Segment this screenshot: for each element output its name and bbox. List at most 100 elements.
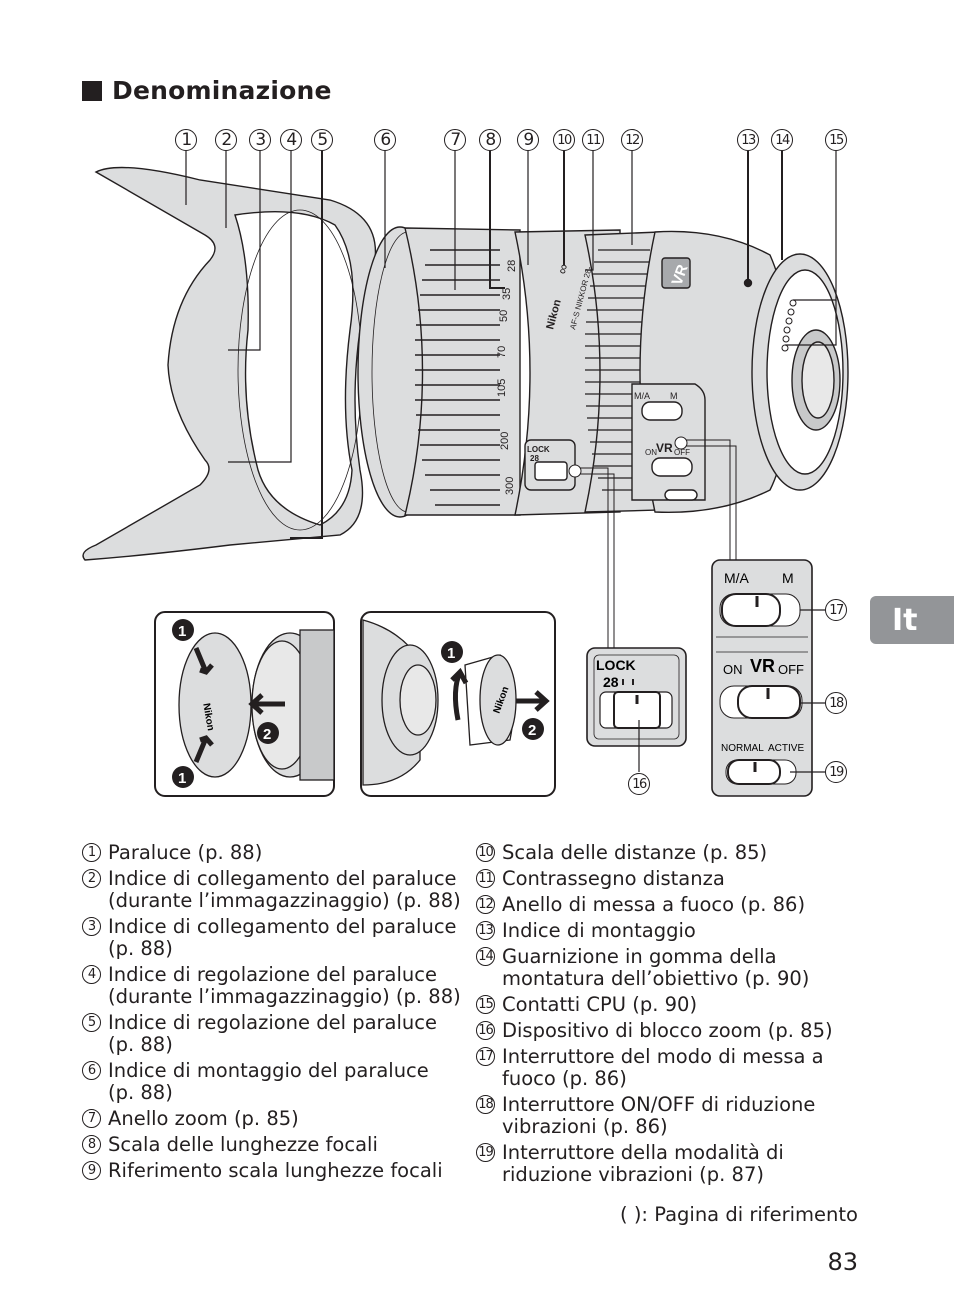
heading-text: Denominazione xyxy=(112,76,332,105)
vr-active-label: ACTIVE xyxy=(768,743,804,754)
legend-number: 2 xyxy=(82,868,108,912)
legend-number-badge: 5 xyxy=(82,1013,101,1032)
legend-text: Indice di collegamento del paraluce (p. … xyxy=(108,915,457,960)
callout-2-label: 2 xyxy=(221,129,232,150)
callout-9: 9 xyxy=(517,129,539,151)
legend-number: 13 xyxy=(476,920,502,942)
legend-number-badge: 15 xyxy=(476,995,495,1014)
language-tab-label: It xyxy=(892,602,918,638)
legend-number-badge: 1 xyxy=(82,843,101,862)
callout-18: 18 xyxy=(825,692,847,714)
callout-3-label: 3 xyxy=(255,129,266,150)
lens-on-label: ON xyxy=(645,448,657,457)
focus-m-label: M xyxy=(782,570,794,586)
focus-ma-label: M/A xyxy=(724,570,750,586)
lens-off-label: OFF xyxy=(674,448,690,457)
lens-lock-label: LOCK xyxy=(527,445,550,454)
callout-8-label: 8 xyxy=(485,129,496,150)
legend-number: 8 xyxy=(82,1134,108,1156)
step-2-label-rear: 2 xyxy=(528,722,536,739)
legend-number: 12 xyxy=(476,894,502,916)
legend-text: Anello zoom (p. 85) xyxy=(108,1107,299,1130)
focal-mark-70: 70 xyxy=(496,346,508,358)
legend-number-badge: 13 xyxy=(476,921,495,940)
mounting-index-dot xyxy=(743,278,753,288)
legend-item: 12 Anello di messa a fuoco (p. 86) xyxy=(476,894,866,916)
section-heading: Denominazione xyxy=(82,76,332,105)
lens-ma-label: M/A xyxy=(634,391,650,401)
legend-item: 5 Indice di regolazione del paraluce (p. … xyxy=(82,1012,462,1056)
lock-28-label: 28 xyxy=(603,674,619,690)
focal-mark-300: 300 xyxy=(504,477,516,495)
legend-number: 14 xyxy=(476,946,502,990)
callout-7: 7 xyxy=(444,129,466,151)
heading-bullet-icon xyxy=(82,80,102,101)
lens-m-label: M xyxy=(670,391,678,401)
lens-lock-28: 28 xyxy=(530,454,539,463)
legend-text: Anello di messa a fuoco (p. 86) xyxy=(502,893,806,916)
legend-number-badge: 2 xyxy=(82,869,101,888)
legend-number-badge: 14 xyxy=(476,947,495,966)
lock-label: LOCK xyxy=(596,657,636,673)
legend-number: 4 xyxy=(82,964,108,1008)
legend-number-badge: 12 xyxy=(476,895,495,914)
rotate-arrow-icon xyxy=(450,667,469,721)
lock-switch-knob xyxy=(613,691,661,729)
page-number: 83 xyxy=(827,1248,858,1276)
legend-number: 18 xyxy=(476,1094,502,1138)
callout-15: 15 xyxy=(825,129,847,151)
callout-1: 1 xyxy=(175,129,197,151)
callout-15-label: 15 xyxy=(829,132,844,148)
legend-number: 11 xyxy=(476,868,502,890)
focus-mode-switch-knob xyxy=(721,593,781,627)
callout-4-label: 4 xyxy=(286,129,297,150)
callout-5-label: 5 xyxy=(317,129,328,150)
legend-text: Scala delle distanze (p. 85) xyxy=(502,841,768,864)
legend-text: Indice di regolazione del paraluce (dura… xyxy=(108,963,461,1008)
callout-7-label: 7 xyxy=(450,129,461,150)
legend-number-badge: 4 xyxy=(82,965,101,984)
legend-number-badge: 6 xyxy=(82,1061,101,1080)
focal-mark-50: 50 xyxy=(498,310,510,322)
legend-number: 19 xyxy=(476,1142,502,1186)
legend-number: 15 xyxy=(476,994,502,1016)
press-arrow-top-icon xyxy=(193,647,214,675)
language-tab: It xyxy=(870,596,954,644)
callout-17: 17 xyxy=(825,599,847,621)
legend-number-badge: 19 xyxy=(476,1143,495,1162)
legend-number: 7 xyxy=(82,1108,108,1130)
focal-mark-35: 35 xyxy=(501,288,513,300)
callout-2: 2 xyxy=(215,129,237,151)
vr-normal-label: NORMAL xyxy=(721,743,764,754)
callout-3: 3 xyxy=(249,129,271,151)
callout-9-label: 9 xyxy=(523,129,534,150)
callout-10: 10 xyxy=(553,129,575,151)
callout-6-label: 6 xyxy=(380,129,391,150)
callout-6: 6 xyxy=(374,129,396,151)
legend-number: 16 xyxy=(476,1020,502,1042)
callout-16-label: 16 xyxy=(632,776,647,792)
callout-13-label: 13 xyxy=(741,132,756,148)
legend-number: 5 xyxy=(82,1012,108,1056)
legend-number: 3 xyxy=(82,916,108,960)
legend-text: Interruttore del modo di messa a fuoco (… xyxy=(502,1045,824,1090)
callout-10-label: 10 xyxy=(557,132,572,148)
step-1-label-rear: 1 xyxy=(447,645,455,662)
vr-off-label: OFF xyxy=(778,662,804,677)
callout-18-label: 18 xyxy=(829,695,844,711)
legend-text: Indice di regolazione del paraluce (p. 8… xyxy=(108,1011,437,1056)
front-cap-brand: Nikon xyxy=(200,702,216,731)
